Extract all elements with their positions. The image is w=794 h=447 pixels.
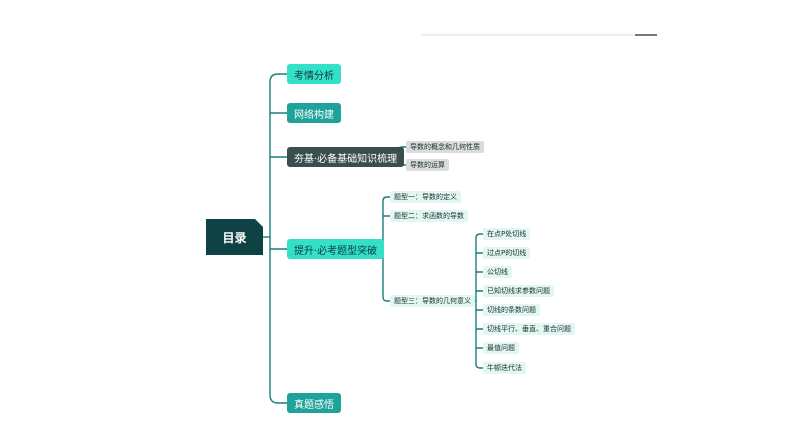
subtopic-item[interactable]: 牛顿迭代法 xyxy=(483,362,526,374)
subtopic-label: 牛顿迭代法 xyxy=(487,364,522,372)
top-divider-accent xyxy=(635,34,657,36)
branch-kaoqing[interactable]: 考情分析 xyxy=(287,64,341,84)
branch-wangluo[interactable]: 网络构建 xyxy=(287,103,341,123)
top-divider xyxy=(421,34,657,36)
subtopic-item[interactable]: 最值问题 xyxy=(483,342,519,354)
branch-zhenti[interactable]: 真题感悟 xyxy=(287,393,341,413)
type-three-label: 题型三：导数的几何意义 xyxy=(394,297,471,305)
branch-hangji[interactable]: 夯基·必备基础知识梳理 xyxy=(287,147,405,167)
topic-concept-label: 导数的概念和几何性质 xyxy=(410,143,480,151)
subtopic-label: 最值问题 xyxy=(487,344,515,352)
subtopic-item[interactable]: 公切线 xyxy=(483,266,512,278)
branch-kaoqing-label: 考情分析 xyxy=(294,70,334,82)
subtopic-label: 已知切线求参数问题 xyxy=(487,287,550,295)
subtopic-label: 公切线 xyxy=(487,268,508,276)
type-two[interactable]: 题型二：求函数的导数 xyxy=(390,210,468,222)
link-branch-5 xyxy=(269,394,287,404)
subtopic-label: 在点P处切线 xyxy=(487,230,527,238)
subtopic-label: 过点P的切线 xyxy=(487,249,527,257)
branch-hangji-label: 夯基·必备基础知识梳理 xyxy=(294,153,398,165)
subtopic-item[interactable]: 在点P处切线 xyxy=(483,228,531,240)
type-one-label: 题型一：导数的定义 xyxy=(394,193,457,201)
type-three[interactable]: 题型三：导数的几何意义 xyxy=(390,295,475,307)
branch-wangluo-label: 网络构建 xyxy=(294,109,334,121)
subtopic-label: 切线的条数问题 xyxy=(487,306,536,314)
type-two-label: 题型二：求函数的导数 xyxy=(394,212,464,220)
root-label: 目录 xyxy=(222,230,247,245)
topic-operations-label: 导数的运算 xyxy=(410,161,445,169)
subtopic-item[interactable]: 切线平行、垂直、重合问题 xyxy=(483,323,575,335)
link-branch-1 xyxy=(269,73,287,83)
topic-operations[interactable]: 导数的运算 xyxy=(406,159,449,171)
root-corner-fold xyxy=(255,219,263,227)
root-node[interactable]: 目录 xyxy=(206,219,263,255)
branch-tisheng-label: 提升·必考题型突破 xyxy=(294,245,378,257)
subtopic-item[interactable]: 切线的条数问题 xyxy=(483,304,540,316)
topic-concept[interactable]: 导数的概念和几何性质 xyxy=(406,141,484,153)
subtopic-label: 切线平行、垂直、重合问题 xyxy=(487,325,571,333)
subtopic-item[interactable]: 已知切线求参数问题 xyxy=(483,285,554,297)
branch-tisheng[interactable]: 提升·必考题型突破 xyxy=(287,239,385,259)
subtopic-item[interactable]: 过点P的切线 xyxy=(483,247,531,259)
type-one[interactable]: 题型一：导数的定义 xyxy=(390,191,461,203)
branch-zhenti-label: 真题感悟 xyxy=(294,399,334,411)
